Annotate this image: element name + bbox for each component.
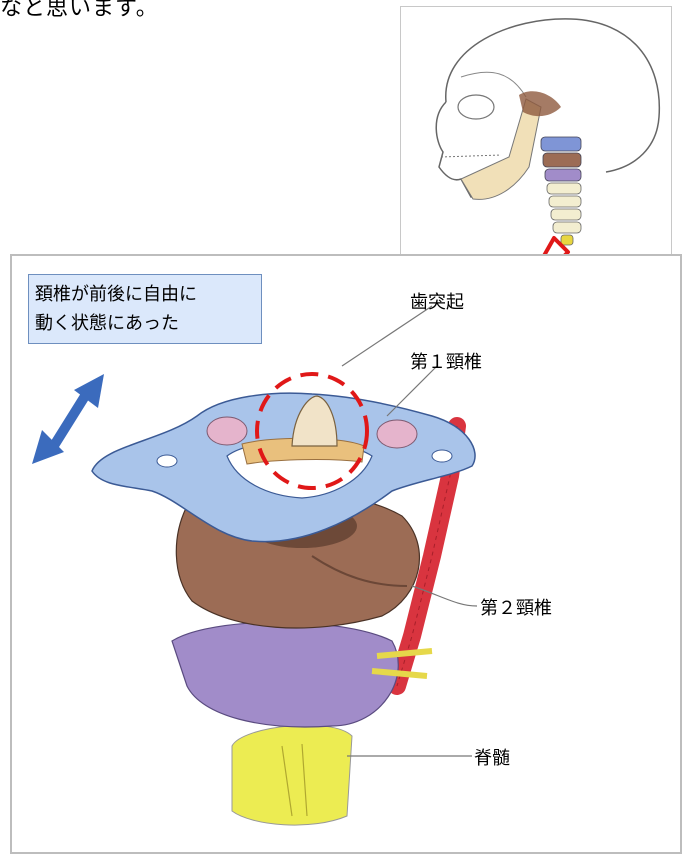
- label-dens: 歯突起: [410, 288, 464, 314]
- skull-illustration: [400, 6, 672, 258]
- note-line-2: 動く状態にあった: [35, 309, 255, 338]
- label-spinal-cord: 脊髄: [474, 744, 510, 770]
- label-c2: 第２頸椎: [480, 594, 552, 620]
- cervical-vertebrae-illustration: 頚椎が前後に自由に 動く状態にあった 歯突起 第１頸椎 第２頸椎 脊髄: [10, 254, 682, 854]
- intro-text-fragment: なと思います。: [0, 0, 159, 22]
- label-c1: 第１頸椎: [410, 348, 482, 374]
- note-box: 頚椎が前後に自由に 動く状態にあった: [28, 274, 262, 344]
- double-headed-arrow-icon: [32, 374, 104, 464]
- note-line-1: 頚椎が前後に自由に: [35, 280, 255, 309]
